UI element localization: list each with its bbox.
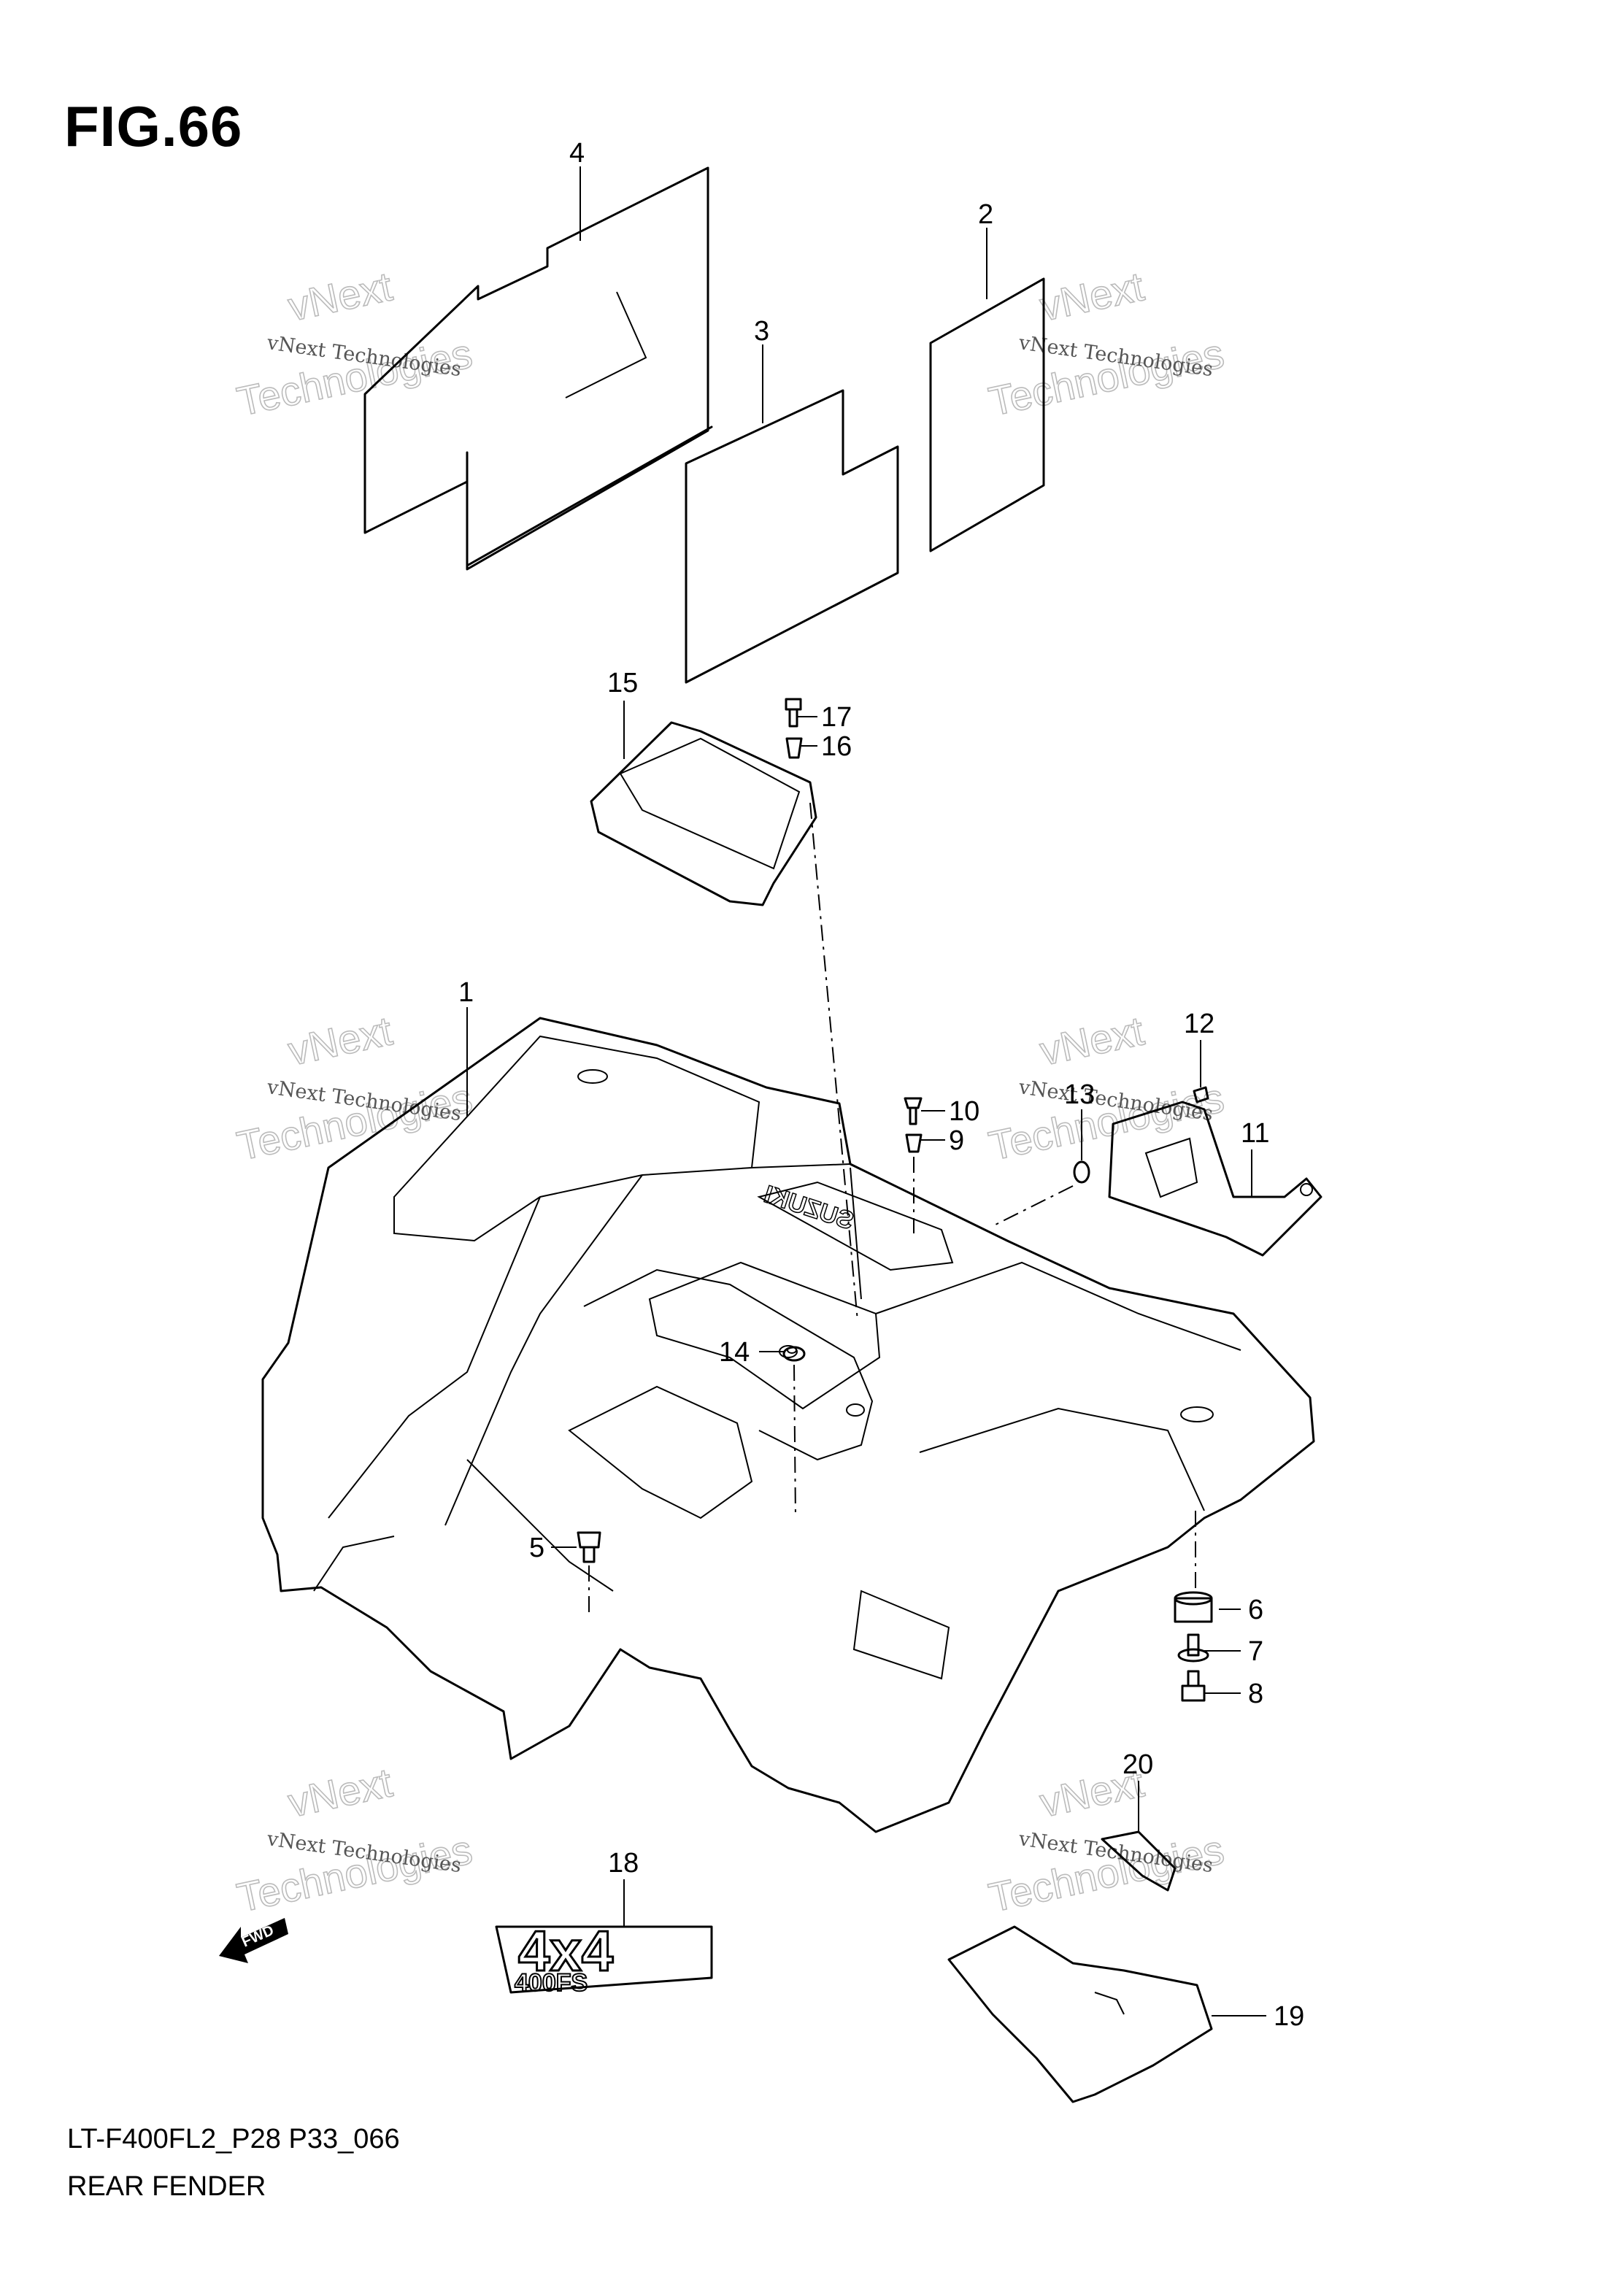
- decal-main-text: 4x4: [518, 1919, 613, 1983]
- callout-12: 12: [1184, 1009, 1214, 1039]
- fwd-arrow-icon: FWD: [219, 1918, 288, 1963]
- callout-3: 3: [754, 316, 769, 347]
- callout-2: 2: [978, 199, 993, 230]
- callout-13: 13: [1064, 1079, 1095, 1110]
- figure-model-code: LT-F400FL2_P28 P33_066: [67, 2124, 400, 2154]
- figure-name: REAR FENDER: [67, 2171, 266, 2202]
- part-14-grommet: [782, 1346, 806, 1362]
- watermark-top-right: vNext Technologies vNext Technologies: [985, 262, 1228, 425]
- part-20-strap: [1101, 1830, 1177, 1892]
- callout-18: 18: [608, 1848, 639, 1879]
- watermark-big-1: vNext: [284, 1007, 396, 1074]
- decal-sub-text: 400FS: [515, 1969, 588, 1997]
- callout-11: 11: [1241, 1118, 1269, 1149]
- watermark-big-1: vNext: [1036, 1007, 1148, 1074]
- watermark-bottom-left: vNext Technologies vNext Technologies: [233, 1758, 477, 1921]
- part-19-cover: [947, 1925, 1213, 2103]
- watermark-top-left: vNext Technologies vNext Technologies: [233, 262, 477, 425]
- part-4-fold-line: [565, 291, 647, 398]
- part-18-decal: 4x4 400FS: [495, 1918, 713, 1998]
- box-mount-line: [809, 802, 858, 1322]
- watermark-big-1: vNext: [1036, 263, 1148, 329]
- callout-5: 5: [529, 1533, 544, 1563]
- fender-logo: SUZUKI: [761, 1180, 857, 1235]
- callout-numbers: 4 2 3 15 17 16 1 10 9 13 12 11 14 5 6 7 …: [458, 138, 1304, 2032]
- watermark-big-1: vNext: [284, 1759, 396, 1825]
- part-13-washer: [1073, 1160, 1090, 1184]
- callout-4: 4: [569, 138, 585, 169]
- part-7-collar: [1177, 1633, 1209, 1663]
- figure-title: FIG.66: [64, 94, 243, 158]
- callout-14: 14: [719, 1337, 750, 1368]
- callout-17: 17: [821, 702, 852, 733]
- part-5-bolt: [577, 1531, 601, 1563]
- part-8-bolt: [1181, 1670, 1206, 1702]
- watermark-big-1: vNext: [284, 263, 396, 329]
- part-12-nut: [1193, 1086, 1209, 1103]
- part-4-sheet-lower: [466, 425, 713, 567]
- callout-1: 1: [458, 977, 474, 1008]
- part-15-box: [590, 721, 817, 906]
- callout-20: 20: [1123, 1749, 1153, 1780]
- part-6-rubber-mount: [1174, 1591, 1213, 1623]
- callout-19: 19: [1274, 2001, 1304, 2032]
- part-3-sheet: [685, 389, 899, 684]
- callout-8: 8: [1248, 1679, 1263, 1709]
- part-11-bracket: [1108, 1101, 1322, 1257]
- part-9-clip: [905, 1133, 923, 1153]
- grommet-line: [793, 1364, 796, 1519]
- watermark-bottom-right: vNext Technologies vNext Technologies: [985, 1758, 1228, 1921]
- bracket-line: [992, 1185, 1074, 1227]
- leader-lines: [466, 166, 1266, 2016]
- callout-7: 7: [1248, 1636, 1263, 1667]
- part-16-clip: [785, 737, 803, 759]
- callout-15: 15: [607, 668, 638, 698]
- part-10-screw: [904, 1097, 923, 1125]
- callout-10: 10: [949, 1096, 979, 1127]
- callout-9: 9: [949, 1125, 964, 1156]
- part-2-sheet: [929, 277, 1045, 552]
- part-17-bolt: [785, 698, 802, 728]
- part-1-rear-fender: SUZUKI: [261, 1017, 1315, 1833]
- part-4-sheet: [363, 166, 709, 571]
- callout-16: 16: [821, 731, 852, 762]
- callout-6: 6: [1248, 1595, 1263, 1625]
